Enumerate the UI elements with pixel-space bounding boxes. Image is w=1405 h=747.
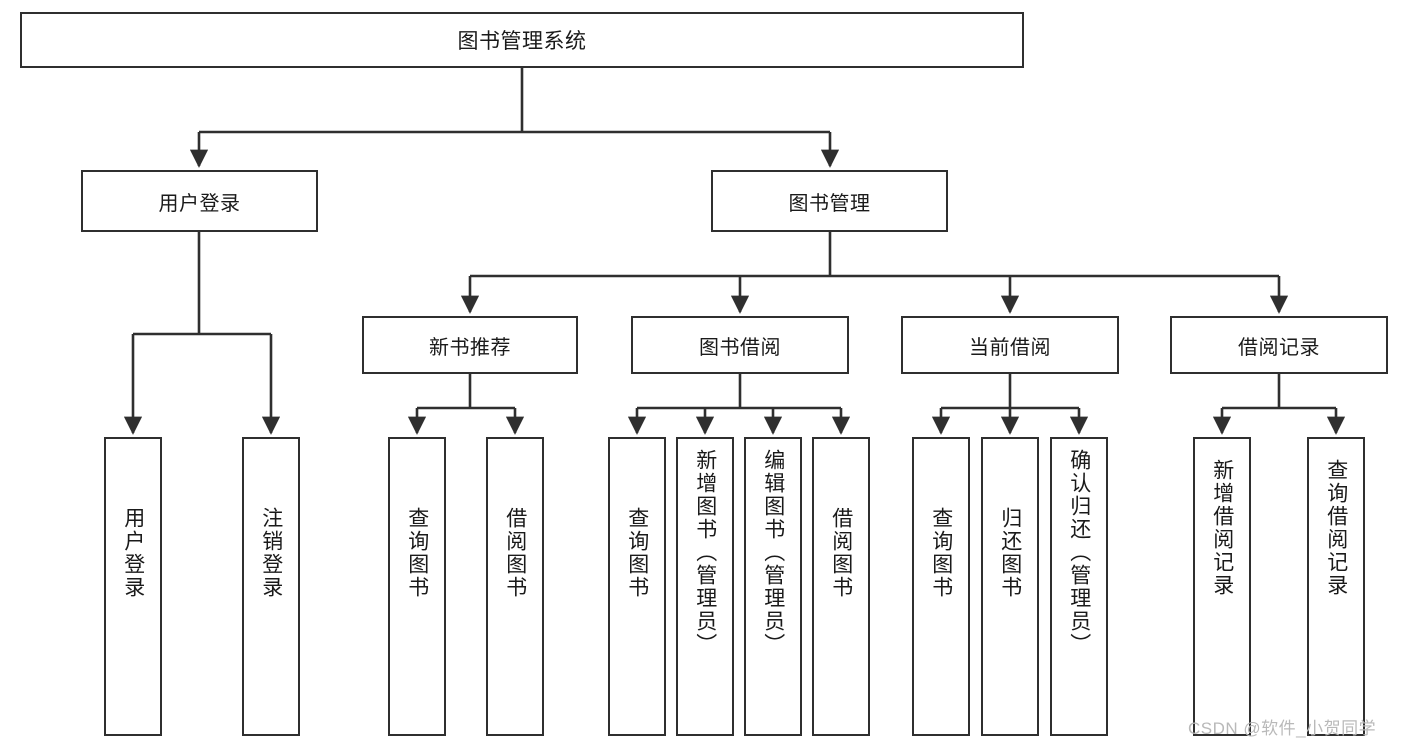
leaf-current-borrow-return[interactable]: 归还图书 [981, 437, 1039, 736]
node-label: 查询图书 [929, 507, 953, 599]
leaf-user-login-logout[interactable]: 注销登录 [242, 437, 300, 736]
node-book-borrow[interactable]: 图书借阅 [631, 316, 849, 374]
leaf-book-borrow-edit-admin[interactable]: 编辑图书（管理员） [744, 437, 802, 736]
leaf-new-book-query[interactable]: 查询图书 [388, 437, 446, 736]
node-label: 用户登录 [121, 507, 145, 599]
node-new-book-recommend[interactable]: 新书推荐 [362, 316, 578, 374]
node-book-management[interactable]: 图书管理 [711, 170, 948, 232]
node-label: 用户登录 [158, 192, 241, 215]
node-label: 借阅图书 [829, 507, 853, 599]
node-label: 查询借阅记录 [1324, 459, 1348, 597]
node-label: 借阅图书 [503, 507, 527, 599]
node-label: 归还图书 [998, 507, 1022, 599]
leaf-user-login-login[interactable]: 用户登录 [104, 437, 162, 736]
node-label: 当前借阅 [969, 336, 1051, 359]
node-label: 查询图书 [625, 507, 649, 599]
leaf-current-borrow-confirm-admin[interactable]: 确认归还（管理员） [1050, 437, 1108, 736]
node-label: 新增借阅记录 [1210, 459, 1234, 597]
node-label: 图书管理 [788, 192, 871, 215]
node-current-borrow[interactable]: 当前借阅 [901, 316, 1119, 374]
node-user-login[interactable]: 用户登录 [81, 170, 318, 232]
leaf-current-borrow-query[interactable]: 查询图书 [912, 437, 970, 736]
leaf-borrow-record-query[interactable]: 查询借阅记录 [1307, 437, 1365, 736]
leaf-book-borrow-borrow[interactable]: 借阅图书 [812, 437, 870, 736]
node-label: 查询图书 [405, 507, 429, 599]
leaf-book-borrow-query[interactable]: 查询图书 [608, 437, 666, 736]
node-label: 图书借阅 [699, 336, 781, 359]
node-label: 新书推荐 [429, 336, 511, 359]
node-label: 编辑图书（管理员） [761, 449, 785, 656]
leaf-borrow-record-add[interactable]: 新增借阅记录 [1193, 437, 1251, 736]
node-root-system[interactable]: 图书管理系统 [20, 12, 1024, 68]
node-label: 确认归还（管理员） [1067, 449, 1091, 656]
leaf-new-book-borrow[interactable]: 借阅图书 [486, 437, 544, 736]
node-label: 新增图书（管理员） [693, 449, 717, 656]
node-label: 借阅记录 [1238, 336, 1320, 359]
node-label: 注销登录 [259, 507, 283, 599]
leaf-book-borrow-add-admin[interactable]: 新增图书（管理员） [676, 437, 734, 736]
node-label: 图书管理系统 [457, 30, 587, 53]
node-borrow-record[interactable]: 借阅记录 [1170, 316, 1388, 374]
